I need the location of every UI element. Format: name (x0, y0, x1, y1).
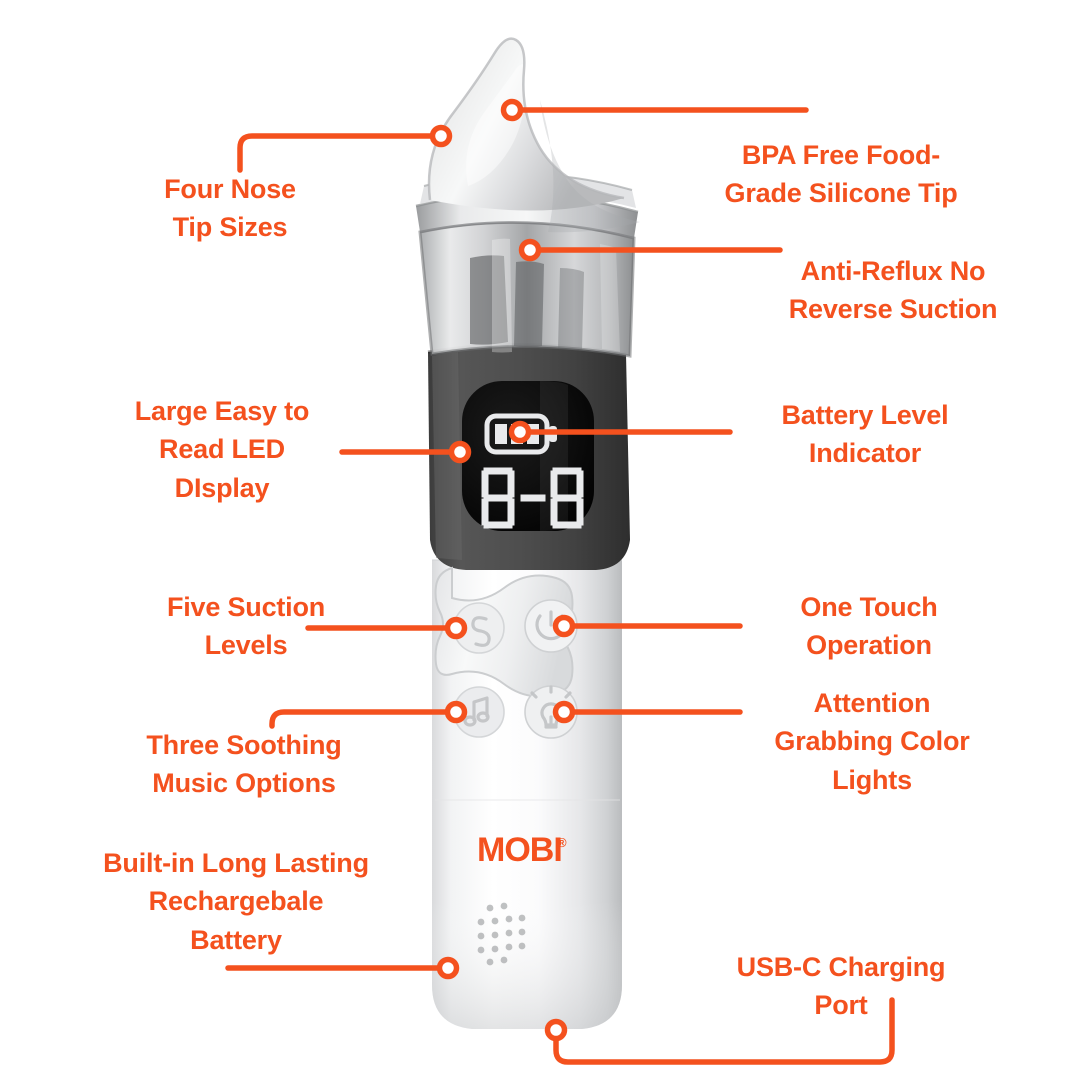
dot-one-touch (552, 614, 576, 638)
callout-anti-reflux-no-reverse-suction: Anti-Reflux No Reverse Suction (788, 256, 998, 325)
speaker-grille (477, 902, 526, 966)
dot-three-soothing-music (444, 700, 468, 724)
callout-four-nose-tip-sizes: Four Nose Tip Sizes (164, 174, 296, 243)
callout-builtin-rechargeable-battery: Built-in Long Lasting Rechargebale Batte… (103, 848, 369, 955)
dot-five-suction-levels (444, 616, 468, 640)
leader-four-nose-tip-sizes (237, 133, 435, 173)
dot-builtin-battery (436, 956, 460, 980)
callout-attention-grabbing-color-lights: Attention Grabbing Color Lights (774, 688, 970, 795)
dot-four-nose-tip-sizes (429, 124, 453, 148)
dot-usb-c-port (544, 1018, 568, 1042)
svg-text:®: ® (557, 835, 567, 850)
dot-bpa-free-silicone-tip (500, 98, 524, 122)
dot-battery-level (508, 420, 532, 444)
callout-bpa-free-silicone-tip: BPA Free Food- Grade Silicone Tip (724, 140, 958, 209)
dot-led-display (448, 440, 472, 464)
seven-segment-digits (481, 467, 584, 529)
callout-one-touch-operation: One Touch Operation (800, 592, 938, 661)
callout-three-soothing-music-options: Three Soothing Music Options (146, 730, 342, 799)
callout-battery-level-indicator: Battery Level Indicator (781, 400, 949, 469)
brand-logo: MOBI ® (477, 831, 567, 869)
leader-usb-c-port (553, 997, 895, 1065)
dot-attention-lights (552, 700, 576, 724)
svg-text:MOBI: MOBI (477, 831, 562, 869)
callout-large-easy-read-led-display: Large Easy to Read LED DIsplay (134, 396, 310, 503)
callout-usb-c-charging-port: USB-C Charging Port (736, 952, 946, 1021)
leader-three-soothing-music (269, 709, 451, 729)
dot-anti-reflux (518, 238, 542, 262)
callout-five-suction-levels: Five Suction Levels (166, 592, 326, 661)
leader-end-dots (429, 98, 576, 1042)
